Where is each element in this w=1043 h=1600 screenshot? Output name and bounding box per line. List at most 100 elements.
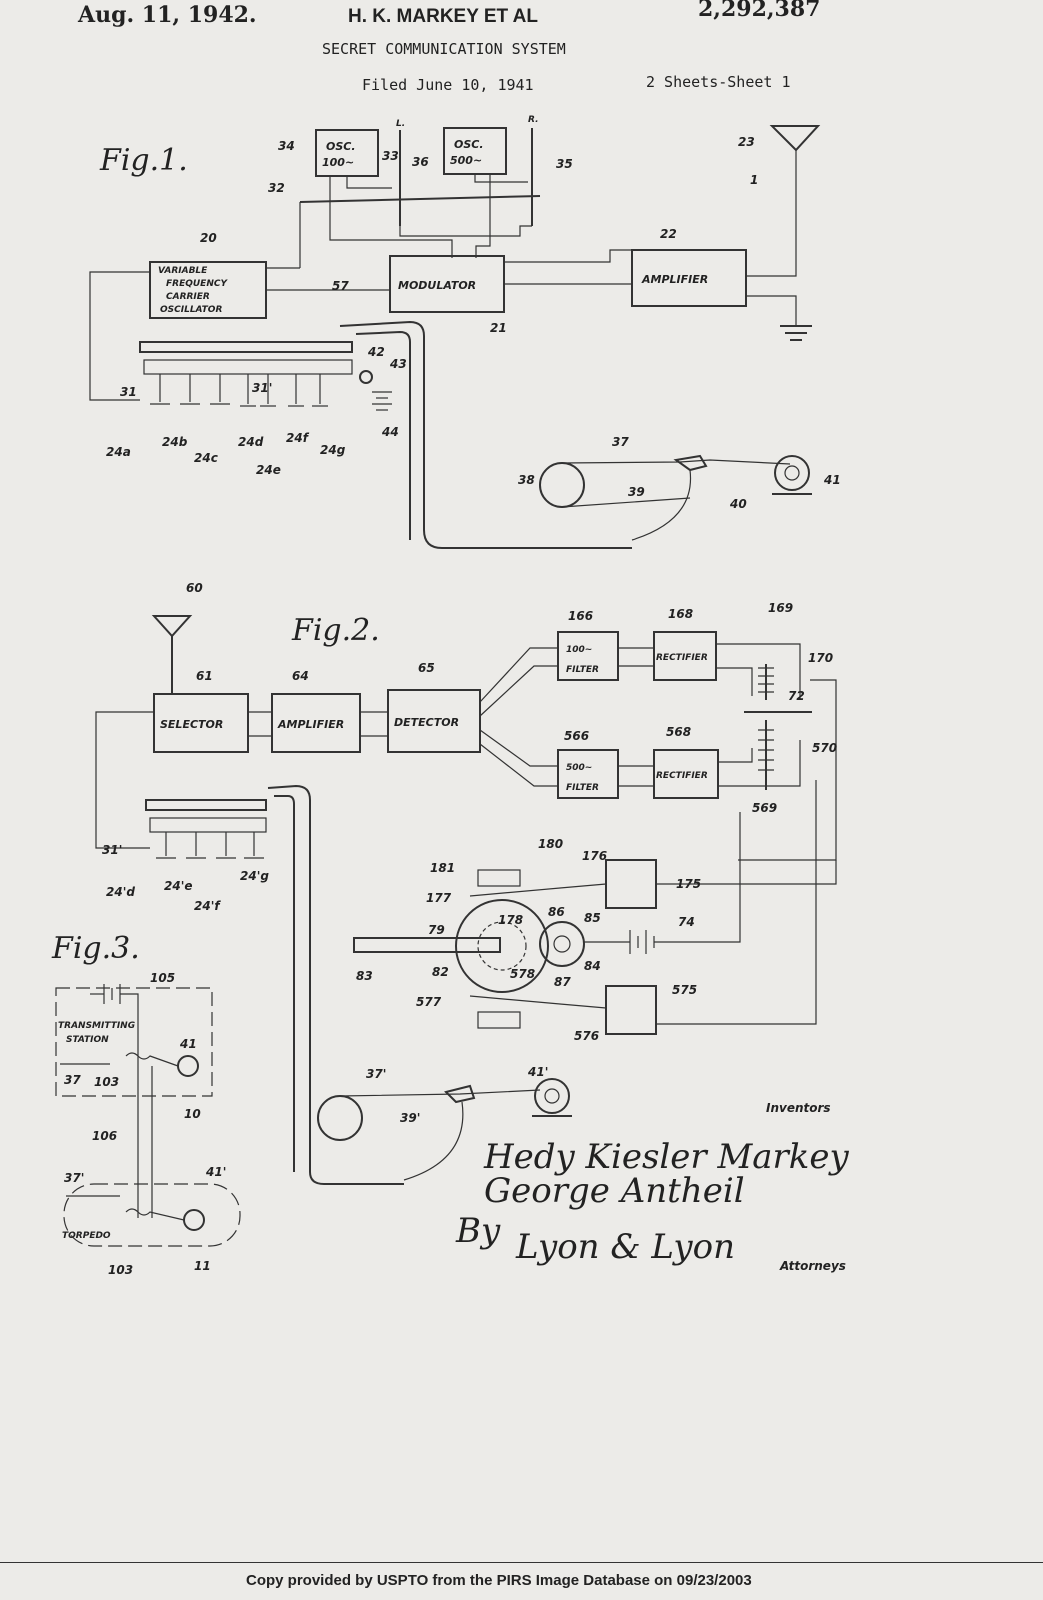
figure-2: Fig.2. SELECTOR AMPLIFIER DETECTOR 100~ …: [96, 581, 837, 1184]
ref-168: 168: [668, 607, 693, 621]
ref-24c: 24c: [194, 451, 218, 465]
ref-32: 32: [268, 181, 285, 195]
inventor-signature-2: George Antheil: [484, 1171, 745, 1211]
amp-antenna-wire: [746, 150, 796, 276]
vfo-line1: VARIABLE: [158, 266, 208, 276]
motor-41-fig3: [178, 1056, 198, 1076]
ref-10: 10: [184, 1107, 201, 1121]
ref-21: 21: [490, 321, 507, 335]
ref-33: 33: [382, 149, 399, 163]
magnet-575: [606, 986, 656, 1034]
amplifier-label: AMPLIFIER: [641, 273, 708, 286]
motor-41: [775, 456, 809, 490]
signature-block: Inventors Hedy Kiesler Markey George Ant…: [455, 1101, 850, 1273]
ref-87: 87: [554, 975, 571, 989]
vfo-line4: OSCILLATOR: [160, 305, 222, 315]
ref-24a: 24a: [106, 445, 131, 459]
ref-575: 575: [672, 983, 697, 997]
ref-22: 22: [660, 227, 677, 241]
ref-24-prime-g: 24'g: [240, 869, 269, 883]
ratchet-wheel-inner: [478, 922, 526, 970]
ref-24b: 24b: [162, 435, 188, 449]
detector-label: DETECTOR: [394, 716, 459, 729]
key-bar: [300, 196, 540, 202]
ref-175: 175: [676, 877, 701, 891]
ref-39: 39: [628, 485, 645, 499]
ref-84: 84: [584, 959, 601, 973]
ref-576: 576: [574, 1029, 599, 1043]
modulator-label: MODULATOR: [398, 279, 476, 292]
ref-170: 170: [808, 651, 833, 665]
battery-74: [584, 812, 740, 954]
tape-spool-38: [540, 463, 584, 507]
ref-83: 83: [356, 969, 373, 983]
ref-570: 570: [812, 741, 837, 755]
receiver-cable-inner: [274, 796, 294, 1172]
by-label: By: [455, 1211, 501, 1251]
guide-block-lower: [478, 1012, 520, 1028]
key-r-label: R.: [528, 115, 539, 125]
relay-coil-569: [758, 720, 774, 790]
ground-symbol: [780, 326, 812, 340]
figure-1: Fig.1. OSC. 100~ OSC. 500~ L. R. VARIABL…: [90, 115, 841, 548]
magnet-175: [606, 860, 656, 908]
receiver-contact-strip: [150, 818, 266, 832]
battery-44: [372, 392, 392, 410]
ref-11: 11: [194, 1259, 211, 1273]
ref-31-prime-rx: 31': [102, 843, 122, 857]
ref-180: 180: [538, 837, 563, 851]
transmitting-station-line1: TRANSMITTING: [58, 1021, 135, 1031]
ref-74: 74: [678, 915, 695, 929]
oscillator-100-box: [316, 130, 378, 176]
ref-23: 23: [738, 135, 755, 149]
ref-44: 44: [381, 425, 399, 439]
ref-60: 60: [186, 581, 203, 595]
osc-100-label: OSC.: [326, 140, 356, 153]
ref-176: 176: [582, 849, 607, 863]
filter-100-freq: 100~: [566, 645, 592, 655]
ref-35: 35: [556, 157, 573, 171]
vfo-line3: CARRIER: [166, 292, 210, 302]
ref-40: 40: [729, 497, 747, 511]
ref-43: 43: [389, 357, 407, 371]
vfo-line2: FREQUENCY: [166, 279, 228, 289]
ref-568: 568: [666, 725, 691, 739]
motor-41-hub: [785, 466, 799, 480]
receiver-spool: [318, 1096, 362, 1140]
contacts-row: [150, 374, 328, 406]
ref-24g: 24g: [320, 443, 346, 457]
rectifier-168-label: RECTIFIER: [656, 653, 708, 663]
reader-head-39: [676, 456, 706, 470]
fig3-label: Fig.3.: [51, 931, 140, 966]
ref-103-torpedo: 103: [108, 1263, 133, 1277]
ref-41-fig3: 41: [179, 1037, 197, 1051]
reader-wires: [632, 470, 691, 540]
osc-mod-lead-b: [400, 226, 532, 236]
ref-24f: 24f: [286, 431, 310, 445]
ref-178: 178: [498, 913, 523, 927]
gear-86-hub: [554, 936, 570, 952]
ref-39-prime: 39': [400, 1111, 420, 1125]
ref-177: 177: [426, 891, 452, 905]
filter-500-freq: 500~: [566, 763, 592, 773]
ref-31-prime: 31': [252, 381, 272, 395]
footer-text: Copy provided by USPTO from the PIRS Ima…: [246, 1572, 752, 1589]
ref-20: 20: [200, 231, 217, 245]
motor-41-prime-fig3: [184, 1210, 204, 1230]
ref-79: 79: [428, 923, 445, 937]
ref-42: 42: [367, 345, 385, 359]
ref-1: 1: [750, 173, 758, 187]
selector-label: SELECTOR: [160, 718, 223, 731]
vfo-loop-wire: [90, 272, 150, 400]
coil-103-torpedo: [126, 1209, 184, 1220]
footer-divider: [0, 1562, 1043, 1563]
osc100-lead: [347, 176, 392, 188]
key-l-label: L.: [396, 119, 405, 129]
ref-566: 566: [564, 729, 589, 743]
antenna-23: [772, 126, 818, 150]
gear-86: [540, 922, 584, 966]
ref-169: 169: [768, 601, 793, 615]
amp-ground-wire: [746, 296, 796, 326]
inventors-label: Inventors: [766, 1101, 831, 1115]
